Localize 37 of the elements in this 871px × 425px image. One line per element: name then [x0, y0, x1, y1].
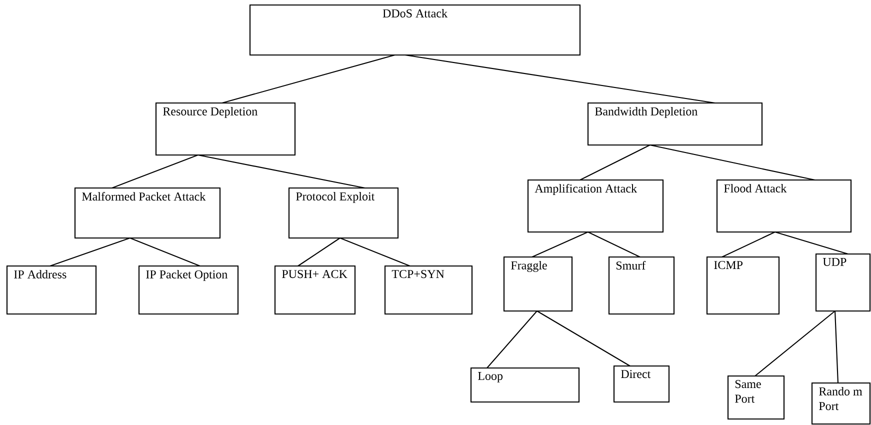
- connector-line: [340, 238, 410, 266]
- connector-line: [834, 310, 839, 384]
- connector-line: [486, 310, 538, 368]
- tree-box: Same Port: [727, 375, 785, 420]
- connector-line: [130, 238, 200, 266]
- connector-line: [532, 232, 588, 258]
- tree-box: Amplification Attack: [527, 179, 664, 233]
- connector-line: [222, 54, 396, 104]
- tree-box: Malformed Packet Attack: [74, 187, 221, 239]
- tree-box: Loop: [470, 367, 580, 403]
- tree-box: Flood Attack: [716, 179, 852, 233]
- tree-box: ICMP: [706, 256, 780, 315]
- connector-line: [722, 232, 776, 258]
- connector-line: [588, 232, 640, 258]
- tree-box: Bandwidth Depletion: [587, 102, 763, 146]
- connector-line: [198, 154, 366, 189]
- tree-box: PUSH+ ACK: [274, 265, 356, 315]
- tree-box: TCP+SYN: [384, 265, 473, 315]
- tree-box: Direct: [613, 365, 670, 403]
- connector-line: [580, 144, 650, 180]
- connector-line: [774, 232, 848, 255]
- tree-box: IP Packet Option: [138, 265, 239, 315]
- tree-box: Fraggle: [503, 256, 573, 312]
- connector-line: [754, 310, 836, 376]
- connector-line: [298, 238, 340, 266]
- tree-box: Protocol Exploit: [288, 187, 399, 239]
- connector-line: [405, 54, 716, 104]
- connector-line: [536, 310, 630, 366]
- tree-box: IP Address: [6, 265, 97, 315]
- connector-line: [50, 238, 130, 266]
- tree-box: Smurf: [608, 256, 675, 315]
- tree-box: Resource Depletion: [155, 102, 296, 156]
- connector-line: [112, 154, 198, 188]
- tree-box: DDoS Attack: [249, 4, 581, 56]
- connector-line: [650, 144, 816, 181]
- tree-box: Rando m Port: [811, 382, 871, 425]
- tree-box: UDP: [815, 253, 871, 312]
